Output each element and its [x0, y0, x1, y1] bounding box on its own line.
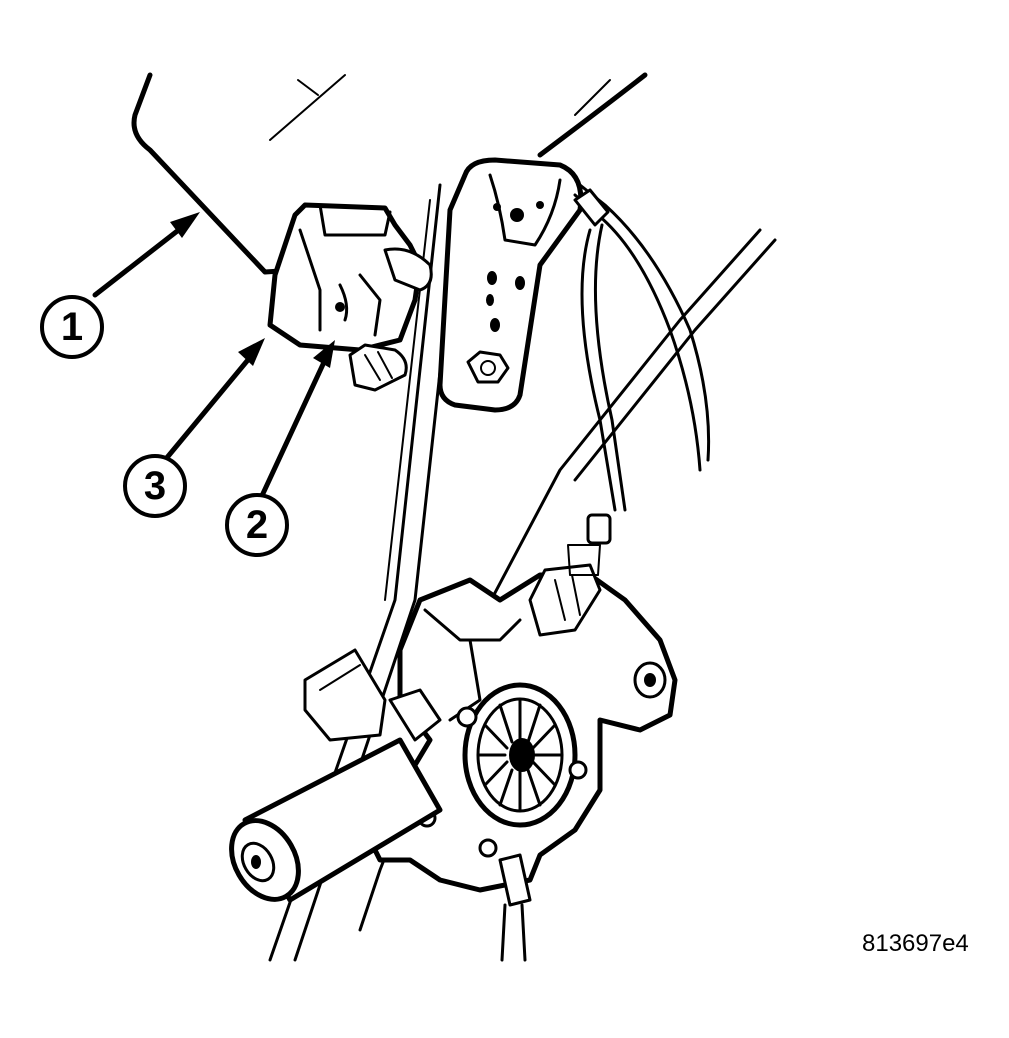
svg-text:2: 2 — [246, 503, 268, 547]
callout-1: 1 — [40, 295, 104, 359]
cable — [573, 183, 711, 512]
callout-3: 3 — [123, 454, 187, 518]
figure-id: 813697e4 — [862, 930, 969, 957]
svg-text:1: 1 — [61, 305, 83, 349]
upper-bracket — [437, 157, 584, 413]
gear-wheel — [462, 682, 578, 828]
leader-arrows — [92, 212, 335, 503]
svg-text:3: 3 — [144, 464, 166, 508]
motor-cylinder — [229, 648, 443, 903]
window-motor — [362, 513, 678, 962]
window-glass — [131, 72, 648, 275]
glass-clip — [267, 202, 433, 392]
callout-2: 2 — [225, 493, 289, 557]
